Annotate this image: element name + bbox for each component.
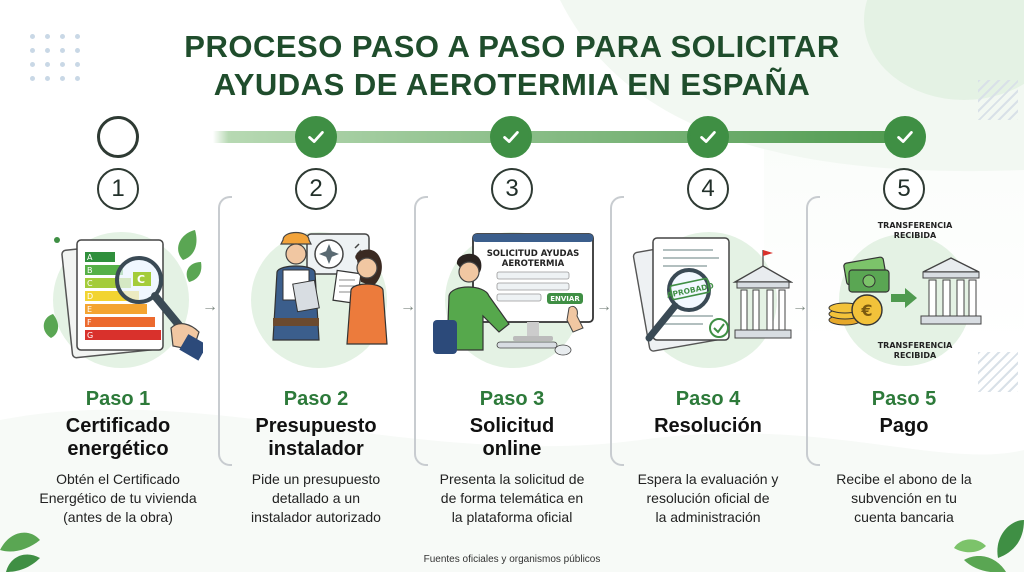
step-paso-label: Paso 1	[85, 388, 151, 410]
transfer-label-bottom-1: TRANSFERENCIA	[878, 341, 953, 350]
arrow-right-icon: →	[596, 298, 612, 315]
step-desc-line: cuenta bancaria	[854, 509, 954, 525]
step-number: 2	[295, 168, 337, 210]
step-desc-line: detallado a un	[272, 490, 360, 506]
step-title-line: Solicitud	[469, 415, 555, 437]
energy-certificate-illustration: A B C D E F G C	[43, 230, 203, 368]
step-5: 5 TRANSFERENCIA RECIBIDA € TRANSFERENCIA…	[806, 168, 1002, 528]
step-desc-line: de forma telemática en	[440, 490, 584, 506]
progress-node-1	[97, 116, 139, 158]
step-title-line: Resolución	[654, 415, 762, 437]
step-desc-line: (antes de la obra)	[63, 509, 173, 525]
step-title-line: Presupuesto	[255, 415, 377, 437]
decorative-hatch	[978, 352, 1018, 392]
magnifier-label: C	[137, 273, 145, 286]
step-number: 5	[883, 168, 925, 210]
step-3: 3 SOLICITUD AYUDAS AEROTERMIA ENVIAR Pas…	[414, 168, 610, 528]
step-desc-line: resolución oficial de	[646, 490, 770, 506]
step-1: 1 A B C D E F G C Paso 1 Certificado ene…	[20, 168, 216, 528]
step-paso-label: Paso 2	[283, 388, 349, 410]
step-title-line: Certificado	[65, 415, 171, 437]
decorative-dots	[30, 34, 81, 81]
energy-label-b: B	[87, 266, 93, 275]
screen-title-line-1: SOLICITUD AYUDAS	[487, 249, 580, 259]
step-paso-label: Paso 4	[675, 388, 741, 410]
step-title: Pago	[806, 415, 1002, 438]
energy-label-a: A	[87, 253, 93, 262]
step-desc-line: subvención en tu	[851, 490, 957, 506]
step-title: Certificado energético	[20, 415, 216, 461]
screen-title-line-2: AEROTERMIA	[502, 259, 565, 269]
step-number: 4	[687, 168, 729, 210]
step-paso-label: Paso 5	[871, 388, 937, 410]
energy-label-g: G	[87, 331, 93, 340]
transfer-label-top-1: TRANSFERENCIA	[878, 221, 953, 230]
step-desc-line: Presenta la solicitud de	[439, 471, 585, 487]
column-frame	[806, 196, 820, 466]
arrow-right-icon: →	[202, 298, 218, 315]
step-paso-label: Paso 3	[479, 388, 545, 410]
title-line-1: PROCESO PASO A PASO PARA SOLICITAR	[184, 29, 840, 64]
step-title-line: Pago	[879, 415, 929, 437]
energy-label-d: D	[87, 292, 93, 301]
check-icon	[503, 131, 519, 143]
energy-label-f: F	[87, 318, 92, 327]
check-icon	[897, 131, 913, 143]
online-application-illustration: SOLICITUD AYUDAS AEROTERMIA ENVIAR	[433, 232, 594, 368]
step-description: Recibe el abono de la subvención en tu c…	[806, 470, 1002, 527]
payment-illustration: TRANSFERENCIA RECIBIDA € TRANSFERENCIA R…	[828, 221, 982, 366]
step-desc-line: Espera la evaluación y	[637, 471, 779, 487]
progress-node-3	[490, 116, 532, 158]
step-title: Resolución	[610, 415, 806, 438]
step-2: 2 Paso 2 Presupuesto instalador Pide un …	[218, 168, 414, 528]
step-title: Presupuesto instalador	[218, 415, 414, 461]
step-number: 1	[97, 168, 139, 210]
step-title-line: online	[482, 438, 542, 460]
column-frame	[218, 196, 232, 466]
step-desc-line: Pide un presupuesto	[251, 471, 381, 487]
transfer-label-bottom-2: RECIBIDA	[894, 351, 937, 360]
step-description: Espera la evaluación y resolución oficia…	[610, 470, 806, 527]
step-desc-line: Energético de tu vivienda	[39, 490, 197, 506]
energy-label-c: C	[87, 279, 93, 288]
transfer-label-top-2: RECIBIDA	[894, 231, 937, 240]
screen-submit-button: ENVIAR	[550, 295, 580, 303]
step-title-line: energético	[67, 438, 169, 460]
euro-coin-symbol: €	[860, 301, 872, 320]
step-title-line: instalador	[268, 438, 364, 460]
progress-node-4	[687, 116, 729, 158]
step-desc-line: Recibe el abono de la	[836, 471, 972, 487]
footer-sources: Fuentes oficiales y organismos públicos	[423, 554, 601, 565]
leaf-decoration-icon	[0, 532, 40, 572]
step-desc-line: instalador autorizado	[251, 509, 381, 525]
resolution-illustration: APROBADO	[632, 232, 793, 368]
step-description: Obtén el Certificado Energético de tu vi…	[20, 470, 216, 527]
progress-node-2	[295, 116, 337, 158]
step-description: Presenta la solicitud de de forma telemá…	[414, 470, 610, 527]
step-desc-line: la administración	[655, 509, 761, 525]
page-title: PROCESO PASO A PASO PARA SOLICITAR AYUDA…	[0, 28, 1024, 104]
check-icon	[308, 131, 324, 143]
progress-node-5	[884, 116, 926, 158]
arrow-right-icon: →	[400, 298, 416, 315]
check-icon	[700, 131, 716, 143]
column-frame	[414, 196, 428, 466]
leaf-decoration-icon	[954, 520, 1024, 572]
step-desc-line: la plataforma oficial	[451, 509, 573, 525]
title-line-2: AYUDAS DE AEROTERMIA EN ESPAÑA	[213, 67, 811, 102]
column-frame	[610, 196, 624, 466]
step-4: 4 APROBADO Paso 4 Resolución Espera la e…	[610, 168, 806, 528]
step-desc-line: Obtén el Certificado	[56, 471, 180, 487]
step-title: Solicitud online	[414, 415, 610, 461]
decorative-hatch	[978, 80, 1018, 120]
step-number: 3	[491, 168, 533, 210]
energy-label-e: E	[87, 305, 92, 314]
arrow-right-icon: →	[792, 298, 808, 315]
step-description: Pide un presupuesto detallado a un insta…	[218, 470, 414, 527]
installer-budget-illustration	[251, 231, 388, 368]
